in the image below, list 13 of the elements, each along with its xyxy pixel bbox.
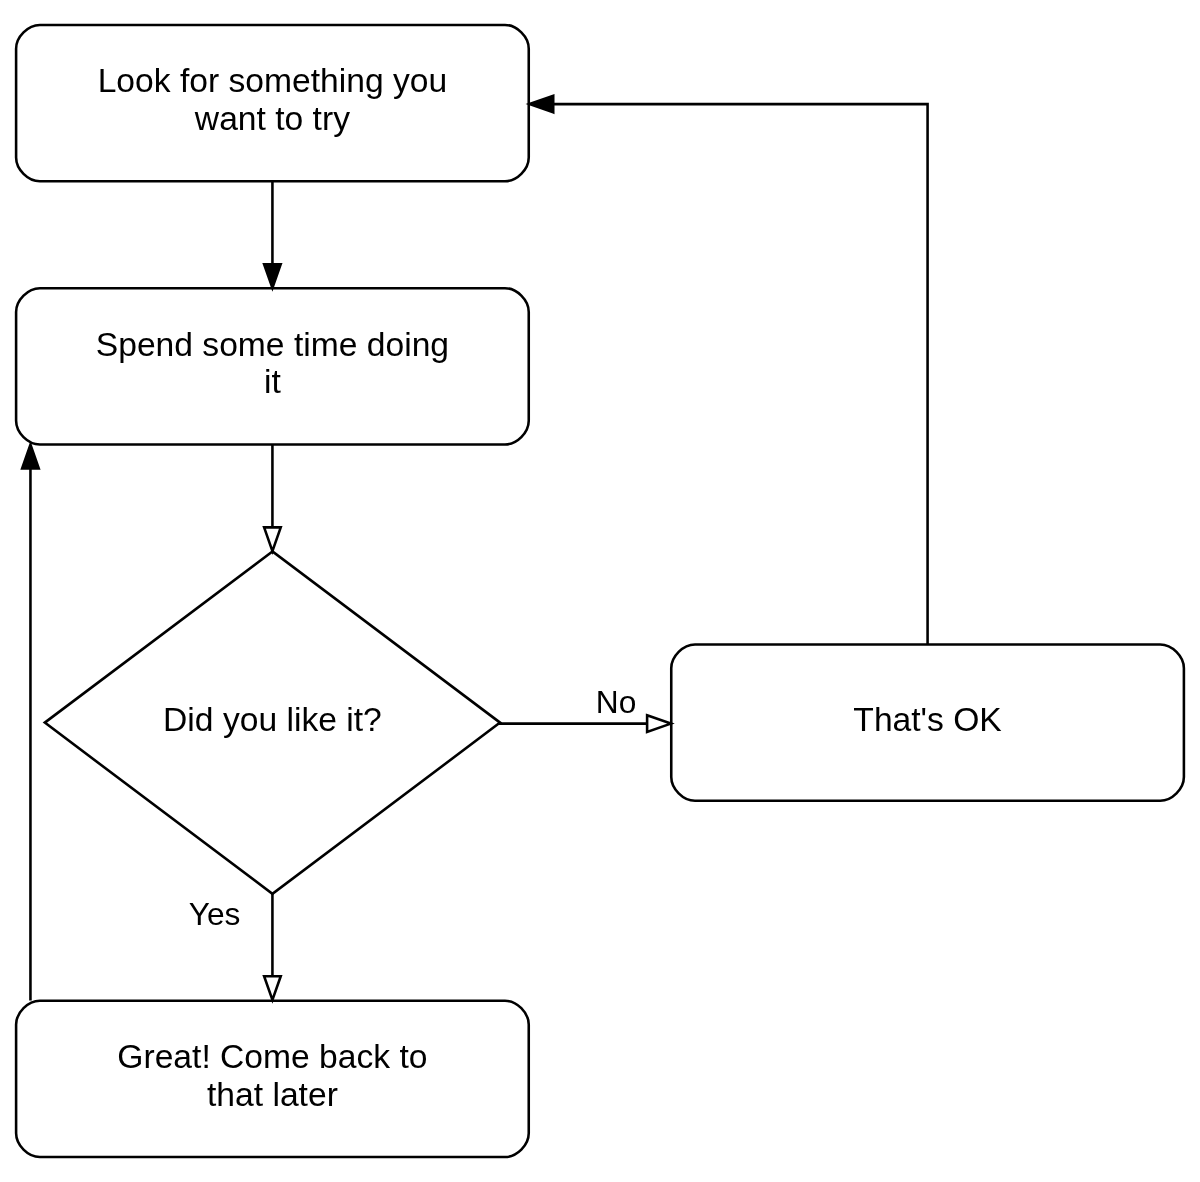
arrow — [20, 440, 41, 1001]
arrow — [262, 893, 283, 1004]
node-diamond: Did you like it? — [42, 549, 503, 896]
arrow — [498, 713, 675, 734]
arrow — [525, 93, 929, 645]
node-box: Look for something you want to try — [14, 23, 531, 183]
node-box: That's OK — [669, 643, 1186, 803]
edge-label: No — [595, 684, 637, 721]
arrow — [262, 444, 283, 556]
node-box: Spend some time doing it — [14, 286, 531, 446]
node-box: Great! Come back to that later — [14, 999, 531, 1159]
arrow — [262, 181, 283, 292]
edge-label: Yes — [188, 895, 241, 932]
